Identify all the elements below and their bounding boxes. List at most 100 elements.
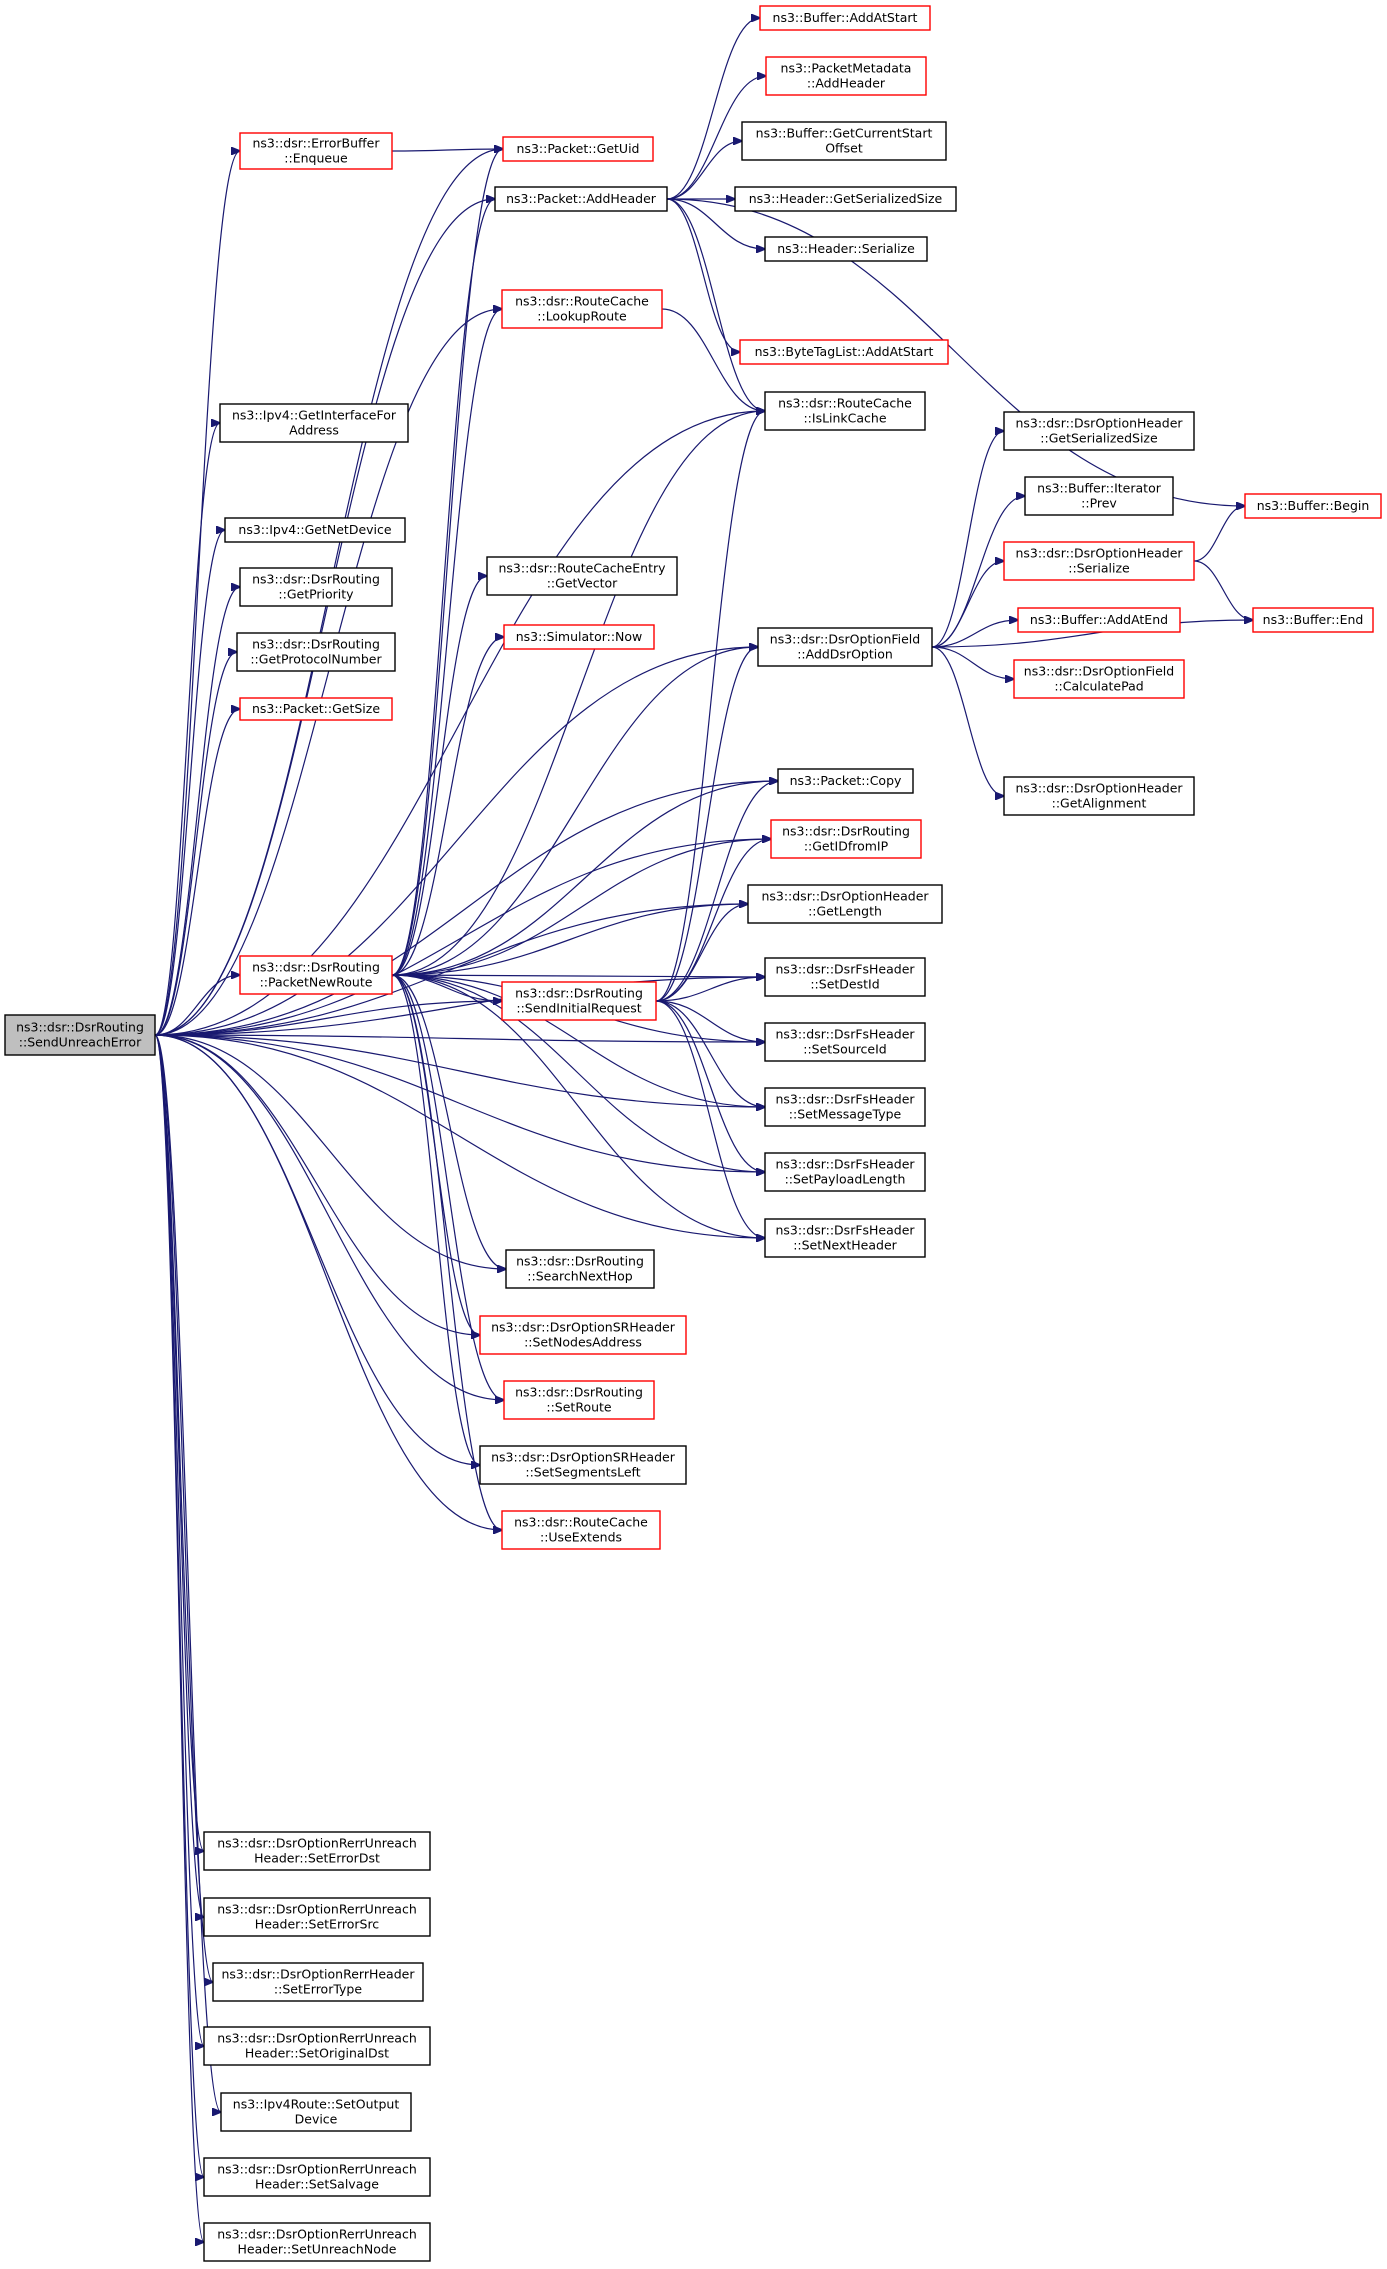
function-node-pkt_copy[interactable]: ns3::Packet::Copy bbox=[777, 768, 914, 794]
function-node-rce_getvector[interactable]: ns3::dsr::RouteCacheEntry::GetVector bbox=[486, 556, 678, 596]
call-edge-sendinitialrequest-to-of_adddsroption bbox=[655, 647, 758, 1002]
function-node-packetnewroute[interactable]: ns3::dsr::DsrRouting::PacketNewRoute bbox=[239, 955, 393, 995]
function-node-btl_addatstart[interactable]: ns3::ByteTagList::AddAtStart bbox=[739, 339, 949, 365]
function-node-dsr_getproto[interactable]: ns3::dsr::DsrRouting::GetProtocolNumber bbox=[236, 632, 396, 672]
function-node-buf_end[interactable]: ns3::Buffer::End bbox=[1252, 607, 1374, 633]
node-label-line: ns3::dsr::RouteCache bbox=[514, 1515, 648, 1530]
function-node-hdr_serialize[interactable]: ns3::Header::Serialize bbox=[764, 236, 928, 262]
function-node-fs_setdestid[interactable]: ns3::dsr::DsrFsHeader::SetDestId bbox=[764, 957, 926, 997]
call-nodes: ns3::dsr::DsrRouting::SendUnreachErrorns… bbox=[4, 5, 1382, 2262]
function-node-erru_setorigdst[interactable]: ns3::dsr::DsrOptionRerrUnreachHeader::Se… bbox=[203, 2026, 431, 2066]
node-box bbox=[759, 5, 931, 31]
node-label-line: ns3::Buffer::Begin bbox=[1257, 498, 1370, 513]
function-node-pkt_getsize[interactable]: ns3::Packet::GetSize bbox=[239, 697, 393, 721]
function-node-buf_addatend[interactable]: ns3::Buffer::AddAtEnd bbox=[1017, 607, 1181, 633]
node-box bbox=[764, 391, 926, 431]
call-edge-of_adddsroption-to-of_calcpad bbox=[931, 646, 1014, 679]
function-node-sendinitialrequest[interactable]: ns3::dsr::DsrRouting::SendInitialRequest bbox=[501, 981, 657, 1021]
function-node-oh_getalign[interactable]: ns3::dsr::DsrOptionHeader::GetAlignment bbox=[1003, 776, 1195, 816]
call-edge-packetnewroute-to-dsr_setroute bbox=[391, 974, 504, 1400]
function-node-fs_setpayloadlen[interactable]: ns3::dsr::DsrFsHeader::SetPayloadLength bbox=[764, 1152, 926, 1192]
function-node-rc_islinkcache[interactable]: ns3::dsr::RouteCache::IsLinkCache bbox=[764, 391, 926, 431]
function-node-pkt_getuid[interactable]: ns3::Packet::GetUid bbox=[502, 136, 654, 162]
function-node-bufit_prev[interactable]: ns3::Buffer::Iterator::Prev bbox=[1024, 476, 1174, 516]
function-node-fs_setnexthdr[interactable]: ns3::dsr::DsrFsHeader::SetNextHeader bbox=[764, 1218, 926, 1258]
node-box bbox=[203, 2222, 431, 2262]
function-node-fs_setsourceid[interactable]: ns3::dsr::DsrFsHeader::SetSourceId bbox=[764, 1022, 926, 1062]
function-node-root[interactable]: ns3::dsr::DsrRouting::SendUnreachError bbox=[4, 1014, 156, 1056]
call-edge-root-to-erru_seterrsrc bbox=[154, 1034, 204, 1917]
node-label-line: ::SendUnreachError bbox=[19, 1035, 142, 1050]
function-node-dsr_getidfromip[interactable]: ns3::dsr::DsrRouting::GetIDfromIP bbox=[770, 819, 922, 859]
call-edge-sendinitialrequest-to-pkt_copy bbox=[655, 781, 778, 1002]
node-label-line: ::GetPriority bbox=[278, 587, 354, 602]
node-label-line: ns3::dsr::DsrRouting bbox=[782, 824, 910, 839]
function-node-sr_setnodesaddr[interactable]: ns3::dsr::DsrOptionSRHeader::SetNodesAdd… bbox=[479, 1315, 687, 1355]
node-label-line: ::Prev bbox=[1081, 496, 1117, 511]
call-edge-packetnewroute-to-searchnexthop bbox=[391, 974, 506, 1269]
call-edge-packetnewroute-to-rc_islinkcache bbox=[391, 411, 765, 976]
function-node-rc_lookuproute[interactable]: ns3::dsr::RouteCache::LookupRoute bbox=[501, 289, 663, 329]
node-box bbox=[777, 768, 914, 794]
call-edge-oh_serialize-to-buf_begin bbox=[1193, 506, 1245, 562]
function-node-oh_getsersize[interactable]: ns3::dsr::DsrOptionHeader::GetSerialized… bbox=[1003, 411, 1195, 451]
function-node-hdr_getsersize[interactable]: ns3::Header::GetSerializedSize bbox=[734, 186, 957, 212]
node-label-line: ns3::Buffer::GetCurrentStart bbox=[756, 126, 933, 141]
node-label-line: ::SetNodesAddress bbox=[524, 1335, 642, 1350]
function-node-oh_serialize[interactable]: ns3::dsr::DsrOptionHeader::Serialize bbox=[1003, 541, 1195, 581]
node-label-line: ::SetNextHeader bbox=[793, 1238, 897, 1253]
node-box bbox=[203, 1897, 431, 1937]
node-box bbox=[1003, 411, 1195, 451]
node-box bbox=[501, 981, 657, 1021]
node-label-line: ns3::Simulator::Now bbox=[516, 629, 643, 644]
call-edge-packetnewroute-to-sendinitialrequest bbox=[391, 974, 502, 1001]
function-node-sim_now[interactable]: ns3::Simulator::Now bbox=[503, 624, 655, 650]
node-label-line: ns3::dsr::DsrOptionRerrUnreach bbox=[217, 2162, 417, 2177]
node-label-line: ns3::dsr::DsrFsHeader bbox=[775, 962, 915, 977]
function-node-buf_addatstart[interactable]: ns3::Buffer::AddAtStart bbox=[759, 5, 931, 31]
function-node-erru_seterrsrc[interactable]: ns3::dsr::DsrOptionRerrUnreachHeader::Se… bbox=[203, 1897, 431, 1937]
node-box bbox=[764, 1022, 926, 1062]
function-node-dsr_getprio[interactable]: ns3::dsr::DsrRouting::GetPriority bbox=[239, 567, 393, 607]
node-box bbox=[220, 2092, 412, 2132]
call-edge-packetnewroute-to-oh_getlength bbox=[391, 904, 748, 976]
node-label-line: ::IsLinkCache bbox=[803, 411, 886, 426]
function-node-rerr_seterrtype[interactable]: ns3::dsr::DsrOptionRerrHeader::SetErrorT… bbox=[212, 1962, 424, 2002]
function-node-ipv4_getnetdev[interactable]: ns3::Ipv4::GetNetDevice bbox=[224, 517, 406, 543]
call-edge-root-to-fs_setmsgtype bbox=[154, 1034, 765, 1107]
node-box bbox=[770, 819, 922, 859]
function-node-erru_setsalvage[interactable]: ns3::dsr::DsrOptionRerrUnreachHeader::Se… bbox=[203, 2157, 431, 2197]
node-label-line: ns3::Packet::GetSize bbox=[252, 701, 380, 716]
call-edge-packetnewroute-to-fs_setnexthdr bbox=[391, 974, 765, 1238]
call-edges bbox=[154, 18, 1253, 2242]
function-node-of_calcpad[interactable]: ns3::dsr::DsrOptionField::CalculatePad bbox=[1013, 659, 1185, 699]
node-label-line: ::SetErrorType bbox=[274, 1982, 362, 1997]
function-node-pm_addheader[interactable]: ns3::PacketMetadata::AddHeader bbox=[765, 56, 927, 96]
function-node-erru_seterrdst[interactable]: ns3::dsr::DsrOptionRerrUnreachHeader::Se… bbox=[203, 1831, 431, 1871]
function-node-pkt_addheader[interactable]: ns3::Packet::AddHeader bbox=[494, 186, 668, 212]
function-node-buf_begin[interactable]: ns3::Buffer::Begin bbox=[1244, 493, 1382, 519]
function-node-dsr_setroute[interactable]: ns3::dsr::DsrRouting::SetRoute bbox=[503, 1380, 655, 1420]
function-node-errbuf_enqueue[interactable]: ns3::dsr::ErrorBuffer::Enqueue bbox=[239, 132, 393, 170]
function-node-of_adddsroption[interactable]: ns3::dsr::DsrOptionField::AddDsrOption bbox=[757, 627, 933, 667]
node-label-line: ns3::dsr::DsrRouting bbox=[516, 1254, 644, 1269]
function-node-searchnexthop[interactable]: ns3::dsr::DsrRouting::SearchNextHop bbox=[505, 1249, 655, 1289]
function-node-oh_getlength[interactable]: ns3::dsr::DsrOptionHeader::GetLength bbox=[747, 884, 943, 924]
function-node-fs_setmsgtype[interactable]: ns3::dsr::DsrFsHeader::SetMessageType bbox=[764, 1087, 926, 1127]
function-node-rc_useextends[interactable]: ns3::dsr::RouteCache::UseExtends bbox=[501, 1510, 661, 1550]
node-label-line: Header::SetErrorDst bbox=[254, 1851, 380, 1866]
function-node-erru_setunreach[interactable]: ns3::dsr::DsrOptionRerrUnreachHeader::Se… bbox=[203, 2222, 431, 2262]
node-box bbox=[1024, 476, 1174, 516]
node-label-line: ns3::dsr::DsrRouting bbox=[515, 1385, 643, 1400]
call-edge-root-to-rc_useextends bbox=[154, 1034, 502, 1530]
function-node-sr_setsegleft[interactable]: ns3::dsr::DsrOptionSRHeader::SetSegments… bbox=[479, 1445, 687, 1485]
call-edge-root-to-oh_getlength bbox=[154, 904, 748, 1036]
node-label-line: ns3::Packet::AddHeader bbox=[506, 191, 657, 206]
node-box bbox=[224, 517, 406, 543]
node-label-line: ::GetVector bbox=[547, 576, 618, 591]
node-label-line: ::SetPayloadLength bbox=[785, 1172, 906, 1187]
node-label-line: ns3::dsr::DsrOptionField bbox=[1024, 664, 1174, 679]
